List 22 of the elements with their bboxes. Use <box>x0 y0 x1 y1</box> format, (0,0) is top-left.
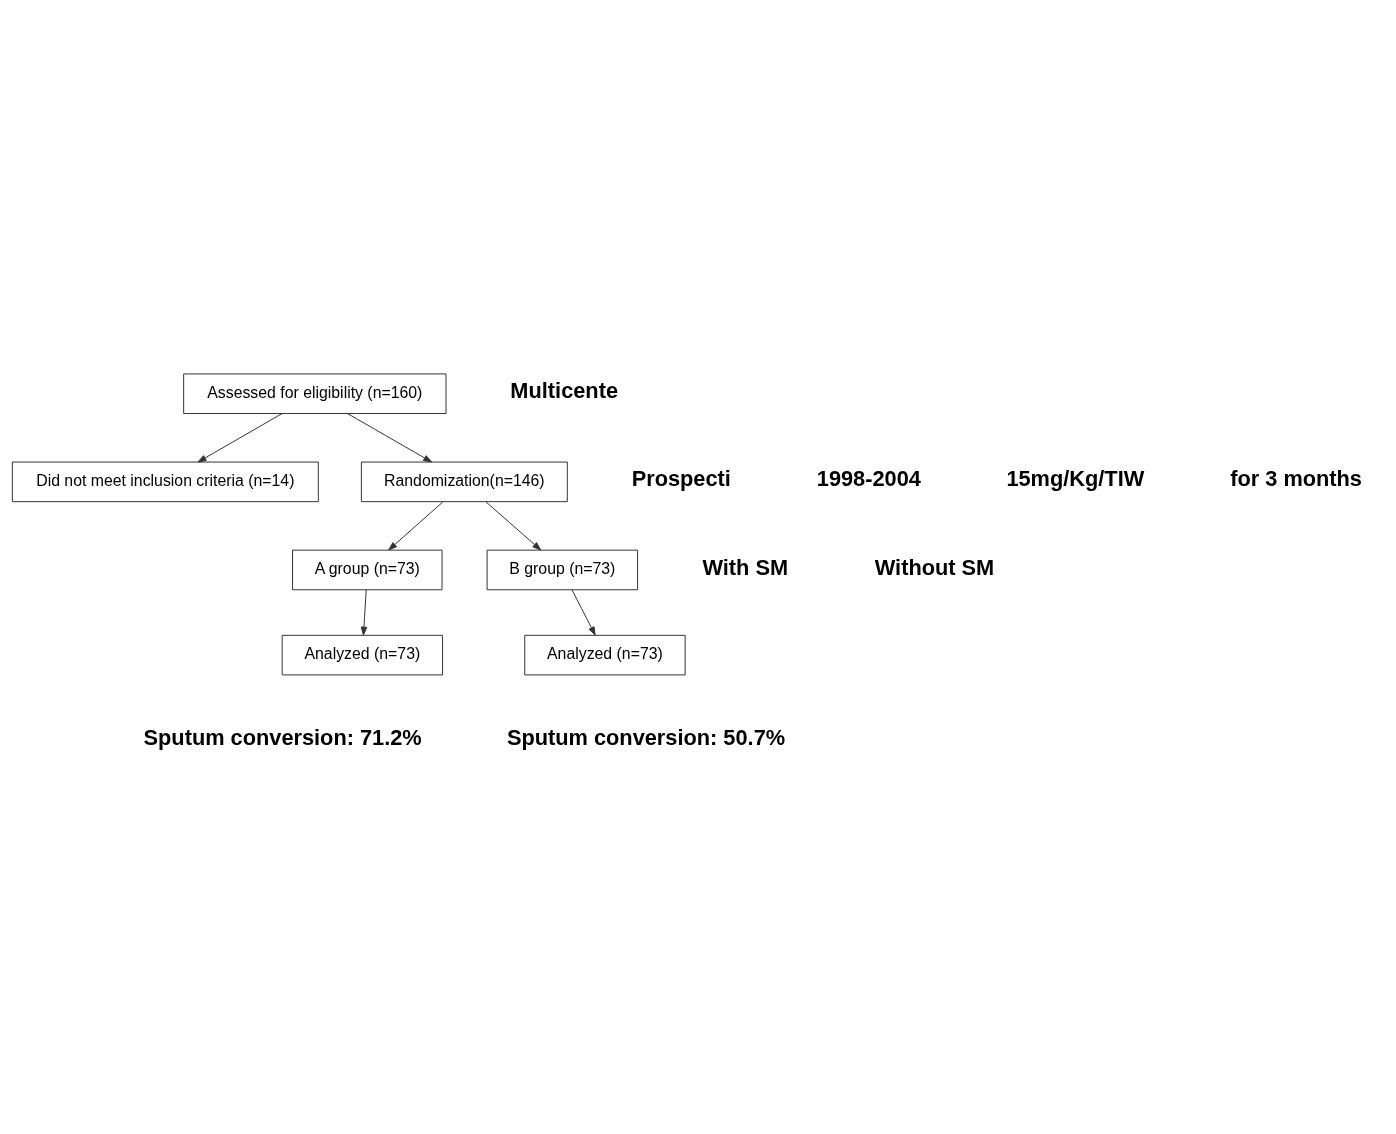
label: 1998-2004 <box>816 466 921 492</box>
label: Multicente <box>510 378 619 404</box>
node-box: Randomization(n=146) <box>360 461 568 503</box>
arrow <box>388 501 444 551</box>
label: With SM <box>702 554 789 580</box>
label: 15mg/Kg/TIW <box>1006 466 1145 492</box>
arrow <box>360 589 368 636</box>
node-box: Assessed for eligibility (n=160) <box>183 373 447 415</box>
node-box: A group (n=73) <box>292 549 443 591</box>
label: for 3 months <box>1230 466 1362 492</box>
arrow <box>571 589 596 636</box>
node-box: Did not meet inclusion criteria (n=14) <box>11 461 319 503</box>
arrow <box>485 501 542 551</box>
label: Sputum conversion: 71.2% <box>143 724 422 750</box>
label: Without SM <box>874 554 995 580</box>
node-box: B group (n=73) <box>486 549 639 591</box>
label: Prospecti <box>631 466 731 492</box>
arrow <box>347 413 433 463</box>
label: Sputum conversion: 50.7% <box>506 724 786 750</box>
node-box: Analyzed (n=73) <box>524 634 686 676</box>
node-box: Analyzed (n=73) <box>281 634 444 676</box>
arrow <box>197 413 283 463</box>
